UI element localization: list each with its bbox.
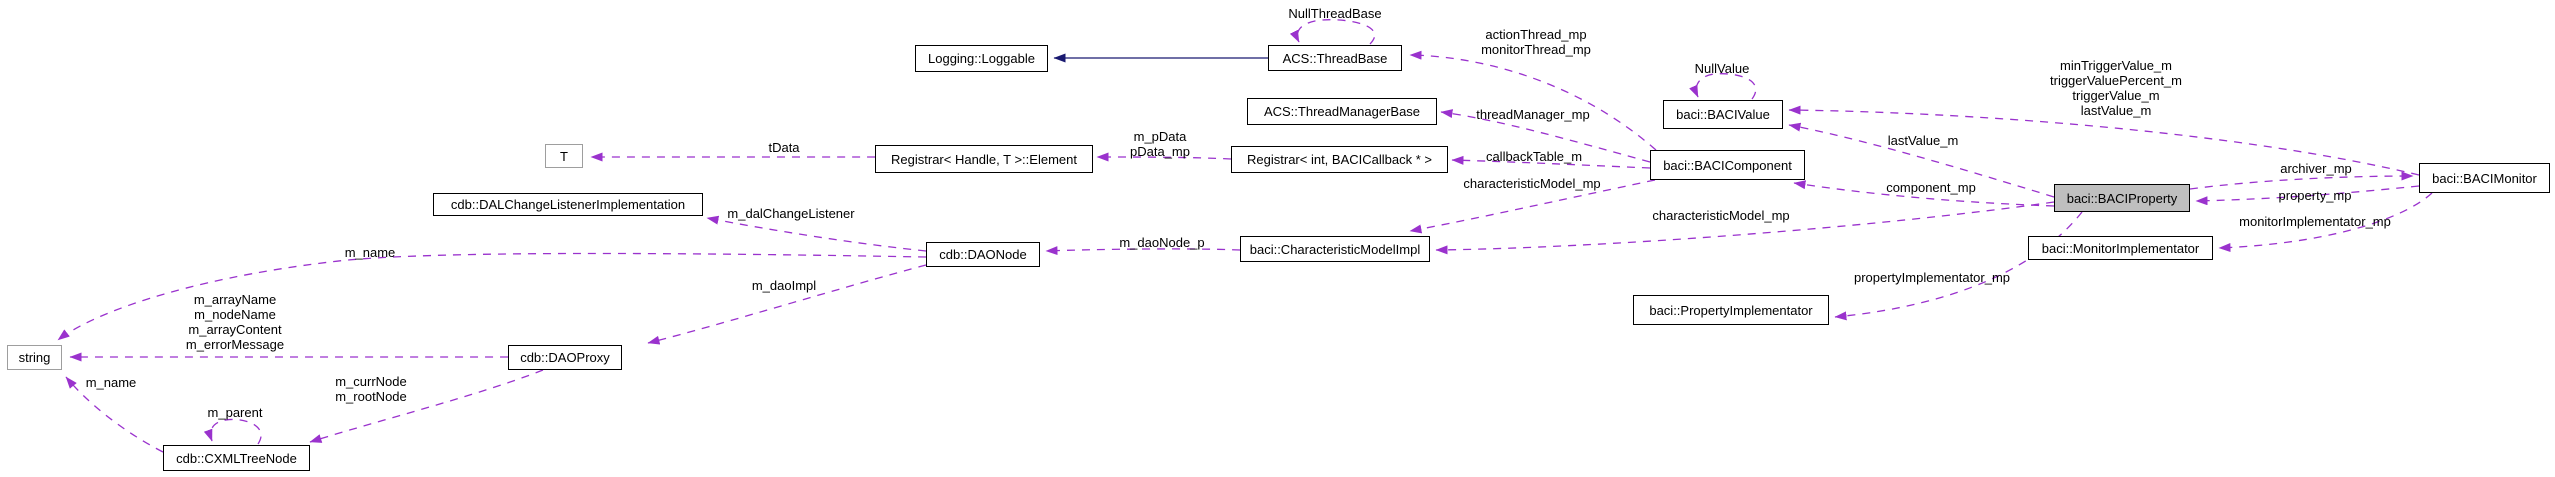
edge-label-tdata: tData	[768, 140, 800, 155]
edge-label-line: lastValue_m	[2080, 103, 2152, 118]
node-cdb-cxmltreenode[interactable]: cdb::CXMLTreeNode	[163, 445, 310, 471]
edge-label-line: actionThread_mp	[1485, 27, 1587, 42]
edge-label-component-mp: component_mp	[1886, 180, 1976, 195]
edge-label-characteristicmodel-mp-upper: characteristicModel_mp	[1463, 176, 1601, 191]
edge-property-propertyimplementator	[1834, 211, 2083, 321]
node-logging-loggable[interactable]: Logging::Loggable	[915, 45, 1048, 72]
edge-daonode-daoproxy	[647, 264, 927, 345]
node-cdb-daoproxy[interactable]: cdb::DAOProxy	[508, 345, 622, 370]
edge-label-property-mp: property_mp	[2278, 188, 2352, 203]
node-acs-threadbase[interactable]: ACS::ThreadBase	[1268, 45, 1402, 71]
edge-label-pdata: m_pData pData_mp	[1130, 129, 1190, 159]
edge-label-triggervalues: minTriggerValue_m triggerValuePercent_m …	[2050, 58, 2182, 118]
edge-label-line: pData_mp	[1130, 144, 1190, 159]
edge-daonode-dallistener	[706, 215, 927, 252]
edge-label-line: m_arrayContent	[188, 322, 282, 337]
node-baci-monitorimplementator[interactable]: baci::MonitorImplementator	[2028, 236, 2213, 260]
edge-monitor-monitorimplementator	[2218, 192, 2433, 253]
edge-label-actionthread: actionThread_mp monitorThread_mp	[1481, 27, 1591, 57]
edge-label-dalchangelistener: m_dalChangeListener	[727, 206, 855, 221]
node-cdb-daonode[interactable]: cdb::DAONode	[926, 242, 1040, 267]
node-acs-threadmanagerbase[interactable]: ACS::ThreadManagerBase	[1247, 98, 1437, 125]
edge-label-daoimpl: m_daoImpl	[751, 278, 817, 293]
node-baci-bacicomponent[interactable]: baci::BACIComponent	[1650, 150, 1805, 180]
edge-label-propertyimplementator-mp: propertyImplementator_mp	[1853, 270, 2011, 285]
edge-daoproxy-cxml	[309, 369, 544, 443]
edge-label-currnode: m_currNode m_rootNode	[335, 374, 407, 404]
edge-label-line: m_currNode	[335, 374, 407, 389]
edge-label-mname-lower: m_name	[85, 375, 137, 390]
node-cdb-dalchangelistenerimplementation[interactable]: cdb::DALChangeListenerImplementation	[433, 193, 703, 216]
edge-label-daonode-p: m_daoNode_p	[1119, 235, 1205, 250]
edge-label-threadmanager-mp: threadManager_mp	[1476, 107, 1590, 122]
edge-label-mparent: m_parent	[207, 405, 263, 420]
node-registrar-bacicallback[interactable]: Registrar< int, BACICallback * >	[1231, 146, 1448, 173]
node-baci-characteristicmodelimpl[interactable]: baci::CharacteristicModelImpl	[1240, 236, 1430, 262]
edge-self-nullvalue	[1689, 73, 1757, 100]
edge-label-line: m_rootNode	[335, 389, 407, 404]
edge-label-monitorimplementator-mp: monitorImplementator_mp	[2239, 214, 2391, 229]
edge-monitor-property	[2195, 185, 2420, 206]
edge-self-nullthreadbase	[1289, 19, 1376, 45]
edge-label-characteristicmodel-mp-lower: characteristicModel_mp	[1652, 208, 1790, 223]
edge-label-lastvalue-m: lastValue_m	[1887, 133, 1959, 148]
node-string[interactable]: string	[7, 345, 62, 370]
edge-label-line: m_arrayName	[193, 292, 277, 307]
node-baci-bacivalue[interactable]: baci::BACIValue	[1663, 100, 1783, 129]
edge-property-charmodel	[1435, 201, 2055, 255]
edge-label-archiver-mp: archiver_mp	[2280, 161, 2352, 176]
edge-actionthread	[1409, 50, 1657, 151]
edge-property-component	[1793, 180, 2055, 207]
edge-label-line: monitorThread_mp	[1481, 42, 1591, 57]
edge-label-nullthreadbase: NullThreadBase	[1288, 6, 1382, 21]
edge-property-lastvalue	[1788, 122, 2055, 198]
edge-monitor-triggervalues	[1788, 105, 2420, 176]
node-registrar-element[interactable]: Registrar< Handle, T >::Element	[875, 145, 1093, 173]
edge-charmodel-daonode	[1045, 246, 1241, 256]
edge-label-line: minTriggerValue_m	[2060, 58, 2172, 73]
edge-label-line: triggerValuePercent_m	[2050, 73, 2182, 88]
edge-label-nullvalue: NullValue	[1694, 61, 1750, 76]
edge-label-line: triggerValue_m	[2072, 88, 2160, 103]
edge-label-mname-upper: m_name	[344, 245, 396, 260]
edge-label-line: m_errorMessage	[185, 337, 285, 352]
node-baci-baciproperty[interactable]: baci::BACIProperty	[2054, 184, 2190, 212]
edge-daonode-mname-string	[57, 252, 927, 341]
edge-self-mparent	[203, 418, 262, 445]
edge-cxml-mname-string	[65, 376, 164, 453]
edge-label-line: m_pData	[1133, 129, 1187, 144]
edge-label-line: m_nodeName	[194, 307, 276, 322]
node-baci-bacimonitor[interactable]: baci::BACIMonitor	[2419, 163, 2550, 193]
edge-registrar-pdata	[1096, 152, 1232, 162]
edge-label-arraynames: m_arrayName m_nodeName m_arrayContent m_…	[186, 292, 284, 352]
edge-label-callbacktable-m: callbackTable_m	[1485, 149, 1583, 164]
edge-property-archiver-monitor	[2189, 171, 2414, 190]
edge-component-charmodel	[1409, 179, 1656, 234]
node-template-t[interactable]: T	[545, 144, 583, 168]
node-baci-propertyimplementator[interactable]: baci::PropertyImplementator	[1633, 295, 1829, 325]
